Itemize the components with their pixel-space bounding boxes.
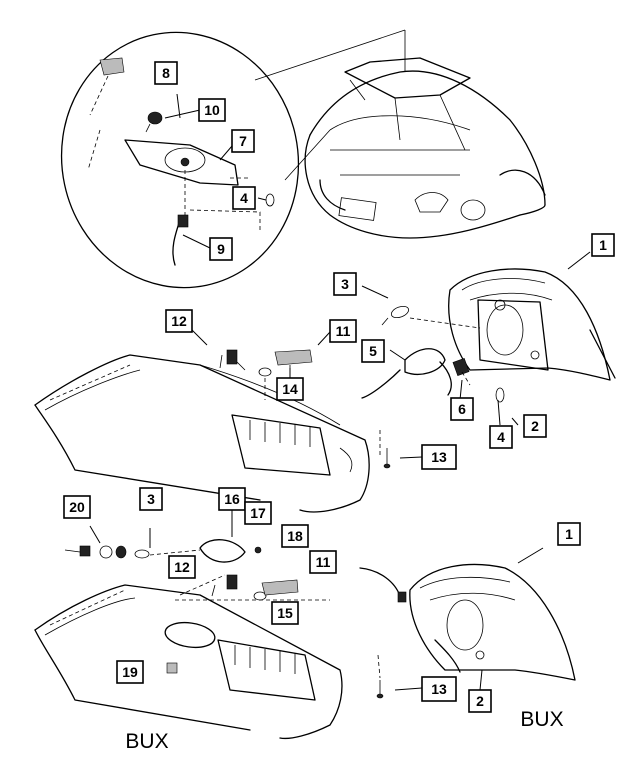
svg-text:3: 3	[341, 276, 349, 292]
svg-text:15: 15	[277, 605, 293, 621]
svg-text:4: 4	[240, 190, 248, 206]
detail-circle	[60, 29, 406, 289]
callout-3a: 3	[333, 272, 357, 296]
svg-text:13: 13	[431, 681, 447, 697]
callout-19: 19	[116, 660, 144, 684]
callout-12a: 12	[165, 309, 193, 333]
callout-11b: 11	[309, 550, 337, 574]
callout-17: 17	[244, 501, 272, 525]
callout-20: 20	[63, 495, 91, 519]
svg-text:18: 18	[287, 528, 303, 544]
tail-lamp-lower	[359, 563, 576, 681]
svg-text:1: 1	[599, 237, 607, 253]
svg-text:13: 13	[431, 449, 447, 465]
callout-8: 8	[154, 61, 178, 85]
callout-4a: 4	[232, 186, 256, 210]
car-rear-view	[304, 30, 546, 239]
callout-7: 7	[231, 129, 255, 153]
callout-10: 10	[198, 98, 226, 122]
bux-label-left: BUX	[125, 730, 168, 753]
bumper-lower	[34, 584, 384, 740]
svg-text:12: 12	[174, 559, 190, 575]
side-marker-assembly	[64, 539, 330, 601]
svg-text:20: 20	[69, 499, 85, 515]
svg-text:2: 2	[476, 693, 484, 709]
callout-9: 9	[209, 237, 233, 261]
callout-15: 15	[271, 601, 299, 625]
callout-11a: 11	[329, 319, 357, 343]
svg-text:7: 7	[239, 133, 247, 149]
svg-text:16: 16	[224, 491, 240, 507]
svg-text:1: 1	[565, 526, 573, 542]
callout-1b: 1	[557, 522, 581, 546]
svg-text:12: 12	[171, 313, 187, 329]
bumper-upper	[34, 349, 391, 513]
leader-lines	[89, 93, 591, 691]
svg-text:19: 19	[122, 664, 138, 680]
svg-text:10: 10	[204, 102, 220, 118]
callout-13a: 13	[421, 444, 457, 470]
callout-14: 14	[276, 377, 304, 401]
svg-text:6: 6	[458, 401, 466, 417]
bux-label-right: BUX	[520, 708, 563, 731]
callout-1a: 1	[591, 233, 615, 257]
callout-4b: 4	[489, 425, 513, 449]
callout-16: 16	[218, 487, 246, 511]
svg-text:8: 8	[162, 65, 170, 81]
callout-13b: 13	[421, 676, 457, 702]
svg-text:9: 9	[217, 241, 225, 257]
svg-text:2: 2	[531, 418, 539, 434]
svg-text:5: 5	[369, 343, 377, 359]
callout-2a: 2	[523, 414, 547, 438]
svg-text:11: 11	[316, 554, 331, 570]
svg-text:11: 11	[336, 323, 351, 339]
tail-lamp-upper	[361, 268, 616, 403]
callout-3b: 3	[139, 487, 163, 511]
svg-text:14: 14	[282, 381, 298, 397]
callout-6: 6	[450, 397, 474, 421]
callout-5: 5	[361, 339, 385, 363]
callout-18: 18	[281, 524, 309, 548]
svg-text:4: 4	[497, 429, 505, 445]
svg-text:3: 3	[147, 491, 155, 507]
svg-text:17: 17	[250, 505, 266, 521]
callout-12b: 12	[168, 555, 196, 579]
callout-2b: 2	[468, 689, 492, 713]
